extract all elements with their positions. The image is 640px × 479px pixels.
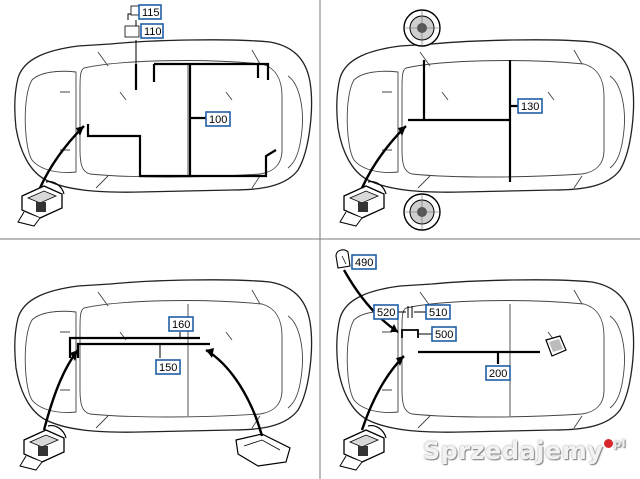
wire-harness-130 [408, 60, 518, 182]
callout-500: 500 [435, 329, 453, 341]
callout-150: 150 [159, 362, 177, 374]
connector-tool-icon [339, 424, 387, 471]
watermark-logo: Sprzedajemy pl [423, 437, 626, 465]
wire-harness-150-160 [68, 336, 210, 358]
connector-block-icon [124, 25, 140, 38]
callout-510: 510 [429, 307, 447, 319]
connector-tool-icon [19, 424, 67, 471]
callout-box-520 [373, 304, 399, 320]
callout-box-160 [168, 316, 194, 332]
callout-box-130 [517, 98, 543, 114]
callout-box-200 [485, 365, 511, 381]
watermark-text: Sprzedajemy [422, 437, 604, 465]
callout-box-150 [155, 359, 181, 375]
insertion-arrow-right [205, 348, 264, 437]
panel-bottom-left: 160 150 [14, 279, 313, 471]
callout-110: 110 [144, 26, 162, 38]
watermark-suffix: pl [613, 437, 626, 450]
callout-115: 115 [142, 7, 160, 19]
callout-box-500 [431, 326, 457, 342]
panel-top-left: 115 110 100 [14, 4, 313, 227]
callout-490: 490 [355, 257, 373, 269]
sensor-icon [335, 249, 351, 269]
panel-bottom-right: 490 520 510 500 200 [335, 249, 635, 471]
callout-box-100 [205, 111, 231, 127]
callout-520: 520 [377, 307, 395, 319]
callout-160: 160 [172, 319, 190, 331]
speaker-front-icon [403, 9, 441, 47]
wire-harness-200 [418, 350, 540, 364]
callout-box-110 [140, 23, 164, 39]
callout-box-115 [138, 4, 162, 20]
wire-harness-100 [86, 62, 277, 178]
callout-200: 200 [489, 368, 507, 380]
control-unit-icon [235, 433, 291, 467]
car-top-view [336, 39, 635, 193]
speaker-rear-icon [403, 193, 441, 231]
car-top-view [336, 279, 635, 433]
callout-box-510 [425, 304, 451, 320]
callout-100: 100 [209, 114, 227, 126]
panel-top-right: 130 [336, 9, 635, 231]
callout-130: 130 [521, 101, 539, 113]
leader-150-160 [159, 332, 181, 358]
car-top-view [14, 279, 313, 433]
callout-box-490 [351, 254, 377, 270]
watermark-dot-icon [604, 439, 614, 448]
